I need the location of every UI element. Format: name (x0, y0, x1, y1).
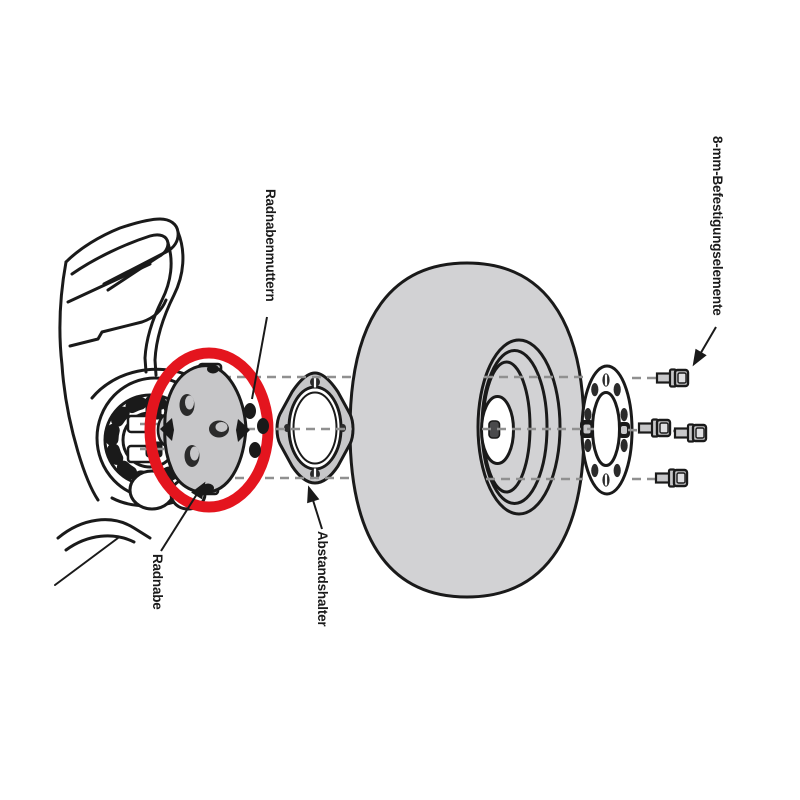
hub-cap-top (207, 364, 219, 374)
leader-radnabenmuttern (251, 316, 268, 400)
flange-nut-right-face (621, 426, 627, 434)
label-befestigungselemente: 8-mm-Befestigungselemente (710, 136, 725, 316)
axis-bottom (220, 476, 657, 481)
mounting-flange (580, 364, 634, 496)
a-arm-inner (64, 534, 136, 552)
fasteners (637, 368, 708, 488)
spacer-hole-top-slit (313, 376, 317, 388)
hub-nut-1 (244, 403, 256, 419)
hub-stud-point-left (160, 418, 174, 441)
tire (348, 261, 586, 599)
spacer-hole-bottom-slit (313, 468, 317, 480)
flange-center-hole (591, 391, 621, 467)
a-arm-outer (56, 518, 152, 540)
flange-bolt-holes (584, 373, 628, 487)
label-radnabe: Radnabe (150, 554, 165, 610)
strut-line (54, 537, 119, 586)
body-step-line (68, 298, 168, 348)
hub-cap-bottom (202, 483, 214, 493)
arrowhead-befestigungselemente (692, 348, 707, 367)
rim-ring-outer (476, 338, 562, 516)
leader-abstandshalter (311, 496, 323, 530)
bolt-2 (637, 418, 672, 438)
fender-outer-edge (64, 217, 180, 286)
bolt-3 (673, 423, 708, 443)
label-abstandshalter: Abstandshalter (315, 531, 330, 627)
spacer-hole-left (284, 424, 290, 432)
hub-body (163, 364, 248, 494)
wheel-hub (156, 362, 250, 496)
hub-nut-2 (257, 418, 269, 434)
hub-holes (179, 394, 229, 467)
bolt-4 (654, 468, 689, 488)
fender-rear-outer (153, 230, 185, 377)
bolt-1 (655, 368, 690, 388)
hub-nuts (244, 403, 269, 458)
leader-lines (160, 316, 717, 552)
hub-stud-point-right (236, 419, 250, 442)
leader-befestigungselemente (698, 326, 717, 357)
body-diagonal-line (66, 262, 152, 304)
hub-nut-3 (249, 442, 261, 458)
body-left-edge (58, 260, 100, 502)
arrowhead-radnabe (191, 481, 206, 500)
leader-radnabe (160, 493, 198, 552)
fender-rear-inner (143, 241, 173, 374)
axis-top (222, 375, 660, 380)
arrowhead-abstandshalter (307, 485, 320, 504)
label-radnabenmuttern: Radnabenmuttern (263, 189, 278, 302)
fender-inner-edge (70, 233, 170, 292)
